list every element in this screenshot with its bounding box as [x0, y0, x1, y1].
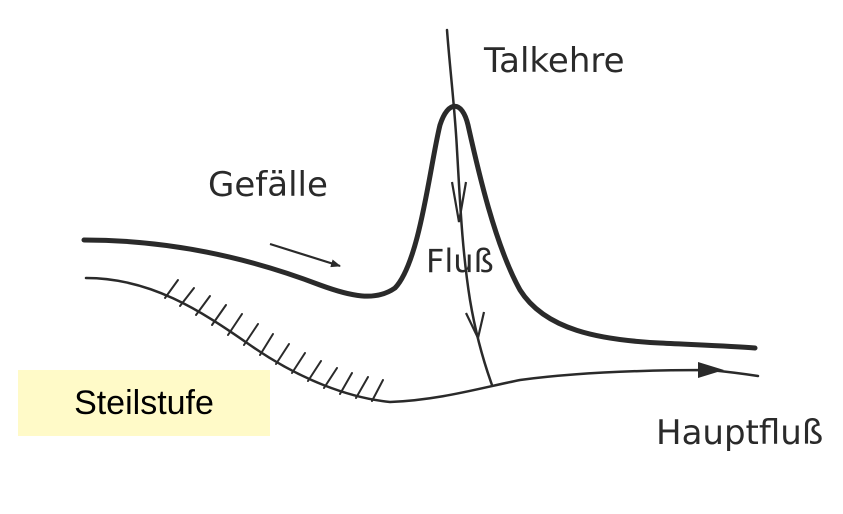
label-gefaelle: Gefälle — [208, 165, 328, 205]
main-river-arrowhead — [698, 362, 724, 378]
tributary-line — [447, 30, 492, 385]
label-fluss: Fluß — [426, 242, 494, 280]
label-hauptfluss: Hauptfluß — [656, 413, 823, 453]
upper-valley-line — [84, 106, 755, 348]
slope-arrow — [270, 244, 340, 266]
label-steilstufe: Steilstufe — [74, 384, 214, 423]
label-talkehre: Talkehre — [483, 41, 625, 81]
steilstufe-label-box: Steilstufe — [18, 370, 270, 436]
